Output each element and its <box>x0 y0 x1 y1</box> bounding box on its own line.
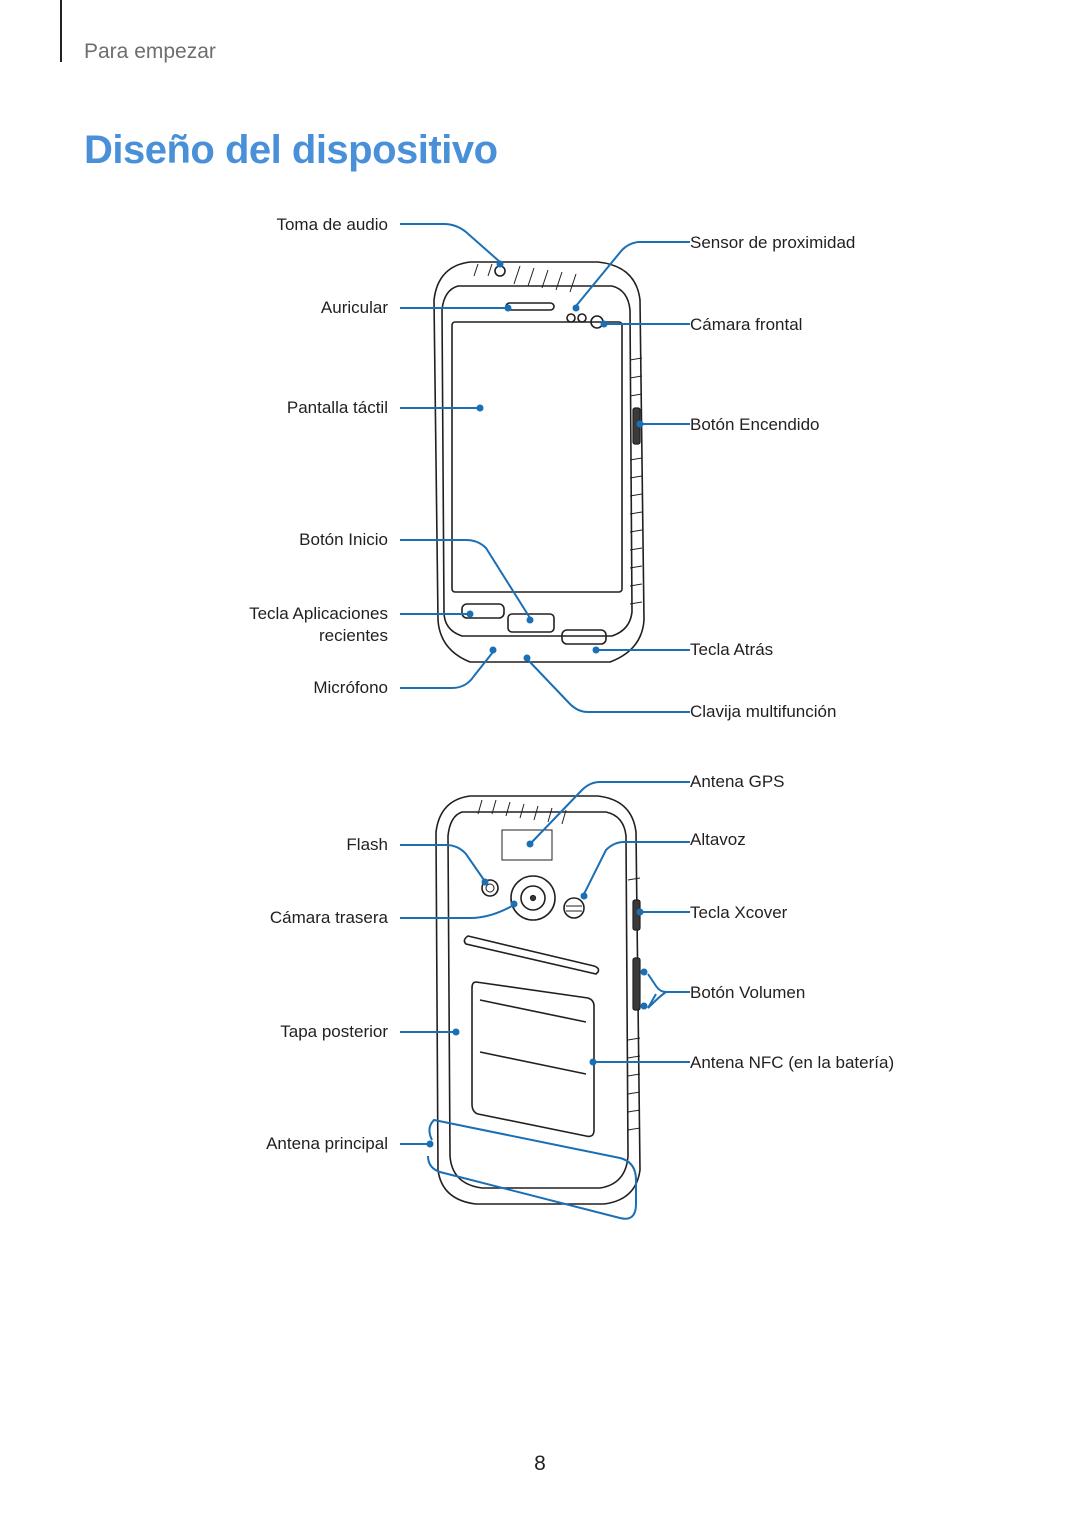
label-flash: Flash <box>346 835 388 854</box>
label-touchscreen: Pantalla táctil <box>287 398 388 417</box>
label-microphone: Micrófono <box>313 678 388 697</box>
label-volume-button: Botón Volumen <box>690 983 805 1002</box>
label-back-key: Tecla Atrás <box>690 640 773 659</box>
front-device-illustration <box>433 261 645 663</box>
label-rear-camera: Cámara trasera <box>270 908 389 927</box>
label-gps-antenna: Antena GPS <box>690 772 785 791</box>
label-multipurpose-jack: Clavija multifunción <box>690 702 836 721</box>
back-device-illustration <box>435 795 641 1205</box>
label-power-button: Botón Encendido <box>690 415 820 434</box>
front-callouts <box>400 223 690 713</box>
header-rule <box>60 0 62 62</box>
label-audio-jack: Toma de audio <box>276 215 388 234</box>
label-earpiece: Auricular <box>321 298 388 317</box>
label-xcover-key: Tecla Xcover <box>690 903 788 922</box>
label-front-camera: Cámara frontal <box>690 315 802 334</box>
label-recent-apps-line1: Tecla Aplicaciones <box>249 604 388 623</box>
back-callouts <box>400 781 690 1220</box>
label-back-cover: Tapa posterior <box>280 1022 388 1041</box>
section-label: Para empezar <box>84 40 216 63</box>
label-recent-apps-line2: recientes <box>319 626 388 645</box>
label-main-antenna: Antena principal <box>266 1134 388 1153</box>
page-number: 8 <box>534 1452 546 1475</box>
label-proximity-sensor: Sensor de proximidad <box>690 233 855 252</box>
label-speaker: Altavoz <box>690 830 746 849</box>
label-home-button: Botón Inicio <box>299 530 388 549</box>
page-title: Diseño del dispositivo <box>84 128 498 172</box>
label-nfc-antenna: Antena NFC (en la batería) <box>690 1053 894 1072</box>
